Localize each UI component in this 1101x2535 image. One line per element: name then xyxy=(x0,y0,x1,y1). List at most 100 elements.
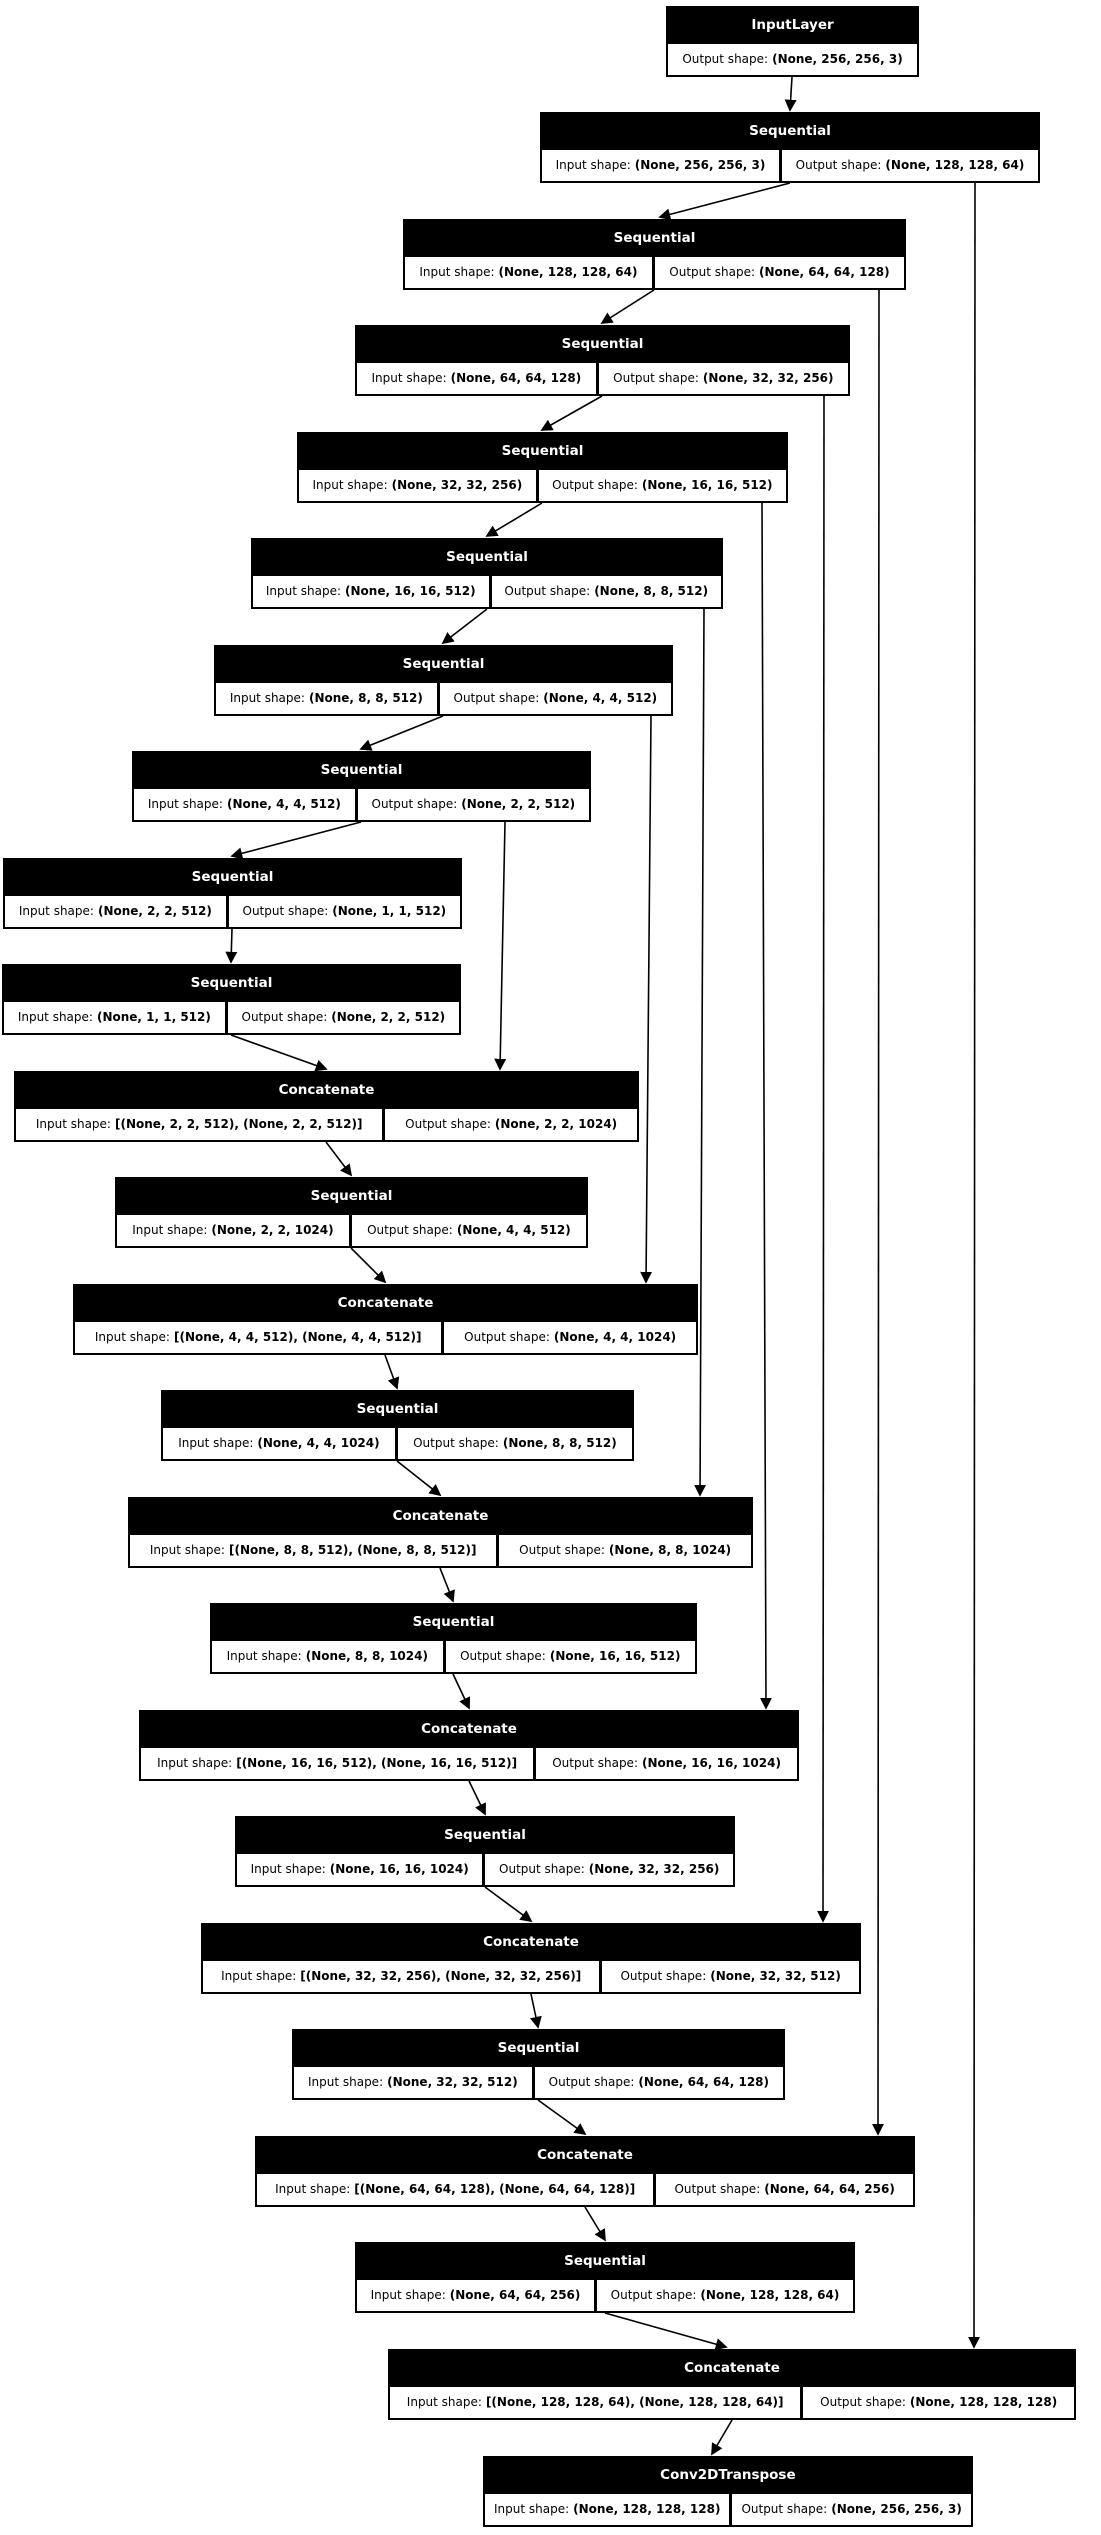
connection-edge xyxy=(230,821,362,860)
layer-node: Concatenate Input shape:[(None, 2, 2, 51… xyxy=(14,1071,639,1142)
layer-node: Sequential Input shape:(None, 64, 64, 25… xyxy=(355,2242,855,2313)
layer-node: Sequential Input shape:(None, 2, 2, 1024… xyxy=(115,1177,588,1248)
output-shape-value: (None, 8, 8, 512) xyxy=(502,1436,617,1450)
connection-edge xyxy=(384,1354,400,1390)
layer-type-title: Concatenate xyxy=(16,1073,637,1107)
output-shape-cell: Output shape:(None, 128, 128, 64) xyxy=(597,2280,854,2311)
layer-shapes-row: Input shape:[(None, 8, 8, 512), (None, 8… xyxy=(130,1535,751,1566)
output-shape-label: Output shape: xyxy=(674,2182,761,2196)
output-shape-value: (None, 16, 16, 512) xyxy=(641,478,773,492)
layer-shapes-row: Input shape:(None, 256, 256, 3) Output s… xyxy=(542,150,1039,181)
input-shape-cell: Input shape:[(None, 128, 128, 64), (None… xyxy=(390,2387,801,2418)
output-shape-label: Output shape: xyxy=(367,1223,453,1237)
output-shape-cell: Output shape:(None, 2, 2, 512) xyxy=(357,789,589,820)
input-shape-cell: Input shape:(None, 32, 32, 512) xyxy=(294,2067,532,2098)
input-shape-cell: Input shape:[(None, 8, 8, 512), (None, 8… xyxy=(130,1535,497,1566)
output-shape-value: (None, 32, 32, 512) xyxy=(710,1969,841,1983)
layer-type-title: Sequential xyxy=(117,1179,586,1213)
input-shape-value: (None, 64, 64, 128) xyxy=(450,371,582,385)
output-shape-cell: Output shape:(None, 64, 64, 128) xyxy=(654,257,905,288)
input-shape-value: (None, 4, 4, 1024) xyxy=(257,1436,380,1450)
input-shape-cell: Input shape:(None, 2, 2, 1024) xyxy=(117,1215,349,1246)
input-shape-value: [(None, 32, 32, 256), (None, 32, 32, 256… xyxy=(300,1969,582,1983)
output-shape-value: (None, 4, 4, 512) xyxy=(456,1223,571,1237)
layer-type-title: Sequential xyxy=(4,966,459,1000)
layer-node: Sequential Input shape:(None, 2, 2, 512)… xyxy=(3,858,462,929)
layer-node: InputLayer Output shape:(None, 256, 256,… xyxy=(666,6,919,77)
layer-shapes-row: Input shape:[(None, 32, 32, 256), (None,… xyxy=(203,1961,859,1992)
layer-type-title: Conv2DTranspose xyxy=(485,2458,971,2492)
output-shape-label: Output shape: xyxy=(504,584,591,598)
input-shape-cell: Input shape:(None, 8, 8, 512) xyxy=(216,683,437,714)
output-shape-value: (None, 4, 4, 1024) xyxy=(553,1330,677,1344)
output-shape-cell: Output shape:(None, 128, 128, 64) xyxy=(782,150,1039,181)
layer-shapes-row: Input shape:(None, 16, 16, 1024) Output … xyxy=(237,1854,734,1885)
output-shape-cell: Output shape:(None, 8, 8, 1024) xyxy=(499,1535,751,1566)
connection-edge xyxy=(640,715,653,1284)
connection-edge xyxy=(711,2419,733,2456)
output-shape-cell: Output shape:(None, 16, 16, 1024) xyxy=(536,1748,798,1779)
output-shape-value: (None, 128, 128, 64) xyxy=(700,2288,840,2302)
input-shape-label: Input shape: xyxy=(221,1969,297,1983)
connection-edge xyxy=(968,182,981,2349)
output-shape-value: (None, 256, 256, 3) xyxy=(772,52,903,66)
output-shape-cell: Output shape:(None, 128, 128, 128) xyxy=(803,2387,1075,2418)
input-shape-value: (None, 4, 4, 512) xyxy=(226,797,341,811)
layer-node: Sequential Input shape:(None, 8, 8, 512)… xyxy=(214,645,673,716)
connection-edge xyxy=(494,821,507,1071)
connection-edge xyxy=(484,1886,533,1923)
connection-edge xyxy=(325,1141,353,1177)
layer-shapes-row: Input shape:(None, 8, 8, 1024) Output sh… xyxy=(212,1641,695,1672)
output-shape-cell: Output shape:(None, 8, 8, 512) xyxy=(397,1428,632,1459)
layer-node: Sequential Input shape:(None, 32, 32, 25… xyxy=(297,432,788,503)
output-shape-label: Output shape: xyxy=(741,2502,828,2516)
layer-node: Concatenate Input shape:[(None, 8, 8, 51… xyxy=(128,1497,753,1568)
input-shape-cell: Input shape:(None, 8, 8, 1024) xyxy=(212,1641,443,1672)
input-shape-value: (None, 128, 128, 64) xyxy=(498,265,638,279)
layer-node: Sequential Input shape:(None, 16, 16, 51… xyxy=(251,538,723,609)
layer-node: Concatenate Input shape:[(None, 64, 64, … xyxy=(255,2136,915,2207)
output-shape-value: (None, 64, 64, 128) xyxy=(638,2075,770,2089)
input-shape-label: Input shape: xyxy=(229,691,305,705)
output-shape-label: Output shape: xyxy=(464,1330,550,1344)
input-shape-value: (None, 32, 32, 512) xyxy=(387,2075,518,2089)
layer-node: Sequential Input shape:(None, 8, 8, 1024… xyxy=(210,1603,697,1674)
layer-shapes-row: Input shape:(None, 128, 128, 128) Output… xyxy=(485,2494,971,2525)
output-shape-value: (None, 64, 64, 128) xyxy=(759,265,890,279)
input-shape-cell: Input shape:(None, 128, 128, 128) xyxy=(485,2494,730,2525)
output-shape-cell: Output shape:(None, 2, 2, 1024) xyxy=(385,1109,637,1140)
output-shape-label: Output shape: xyxy=(552,478,638,492)
input-shape-label: Input shape: xyxy=(149,1543,225,1557)
output-shape-cell: Output shape:(None, 32, 32, 256) xyxy=(598,363,848,394)
input-shape-value: (None, 16, 16, 512) xyxy=(345,584,476,598)
output-shape-cell: Output shape:(None, 64, 64, 256) xyxy=(656,2174,913,2205)
layer-shapes-row: Input shape:[(None, 128, 128, 64), (None… xyxy=(390,2387,1075,2418)
input-shape-value: [(None, 16, 16, 512), (None, 16, 16, 512… xyxy=(236,1756,518,1770)
layer-shapes-row: Input shape:[(None, 64, 64, 128), (None,… xyxy=(257,2174,913,2205)
input-shape-label: Input shape: xyxy=(226,1649,302,1663)
layer-type-title: Sequential xyxy=(212,1605,695,1639)
input-shape-label: Input shape: xyxy=(370,2288,446,2302)
layer-shapes-row: Input shape:(None, 128, 128, 64) Output … xyxy=(405,257,905,288)
input-shape-label: Input shape: xyxy=(17,1010,93,1024)
connection-edge xyxy=(230,1034,328,1072)
input-shape-cell: Input shape:[(None, 64, 64, 128), (None,… xyxy=(257,2174,654,2205)
layer-type-title: Sequential xyxy=(299,434,786,468)
input-shape-label: Input shape: xyxy=(419,265,495,279)
output-shape-cell: Output shape:(None, 4, 4, 1024) xyxy=(444,1322,696,1353)
output-shape-value: (None, 2, 2, 512) xyxy=(461,797,576,811)
output-shape-value: (None, 8, 8, 1024) xyxy=(608,1543,732,1557)
connection-edge xyxy=(468,1780,486,1816)
layer-shapes-row: Input shape:(None, 32, 32, 256) Output s… xyxy=(299,470,786,501)
layer-shapes-row: Input shape:(None, 64, 64, 256) Output s… xyxy=(357,2280,854,2311)
connection-edge xyxy=(530,1993,542,2029)
input-shape-value: (None, 1, 1, 512) xyxy=(96,1010,211,1024)
input-shape-cell: Input shape:(None, 1, 1, 512) xyxy=(4,1002,225,1033)
input-shape-label: Input shape: xyxy=(18,904,94,918)
layer-type-title: InputLayer xyxy=(668,8,917,42)
input-shape-label: Input shape: xyxy=(312,478,388,492)
input-shape-label: Input shape: xyxy=(147,797,223,811)
output-shape-label: Output shape: xyxy=(820,2395,906,2409)
output-shape-label: Output shape: xyxy=(453,691,540,705)
input-shape-cell: Input shape:(None, 16, 16, 512) xyxy=(253,576,489,607)
